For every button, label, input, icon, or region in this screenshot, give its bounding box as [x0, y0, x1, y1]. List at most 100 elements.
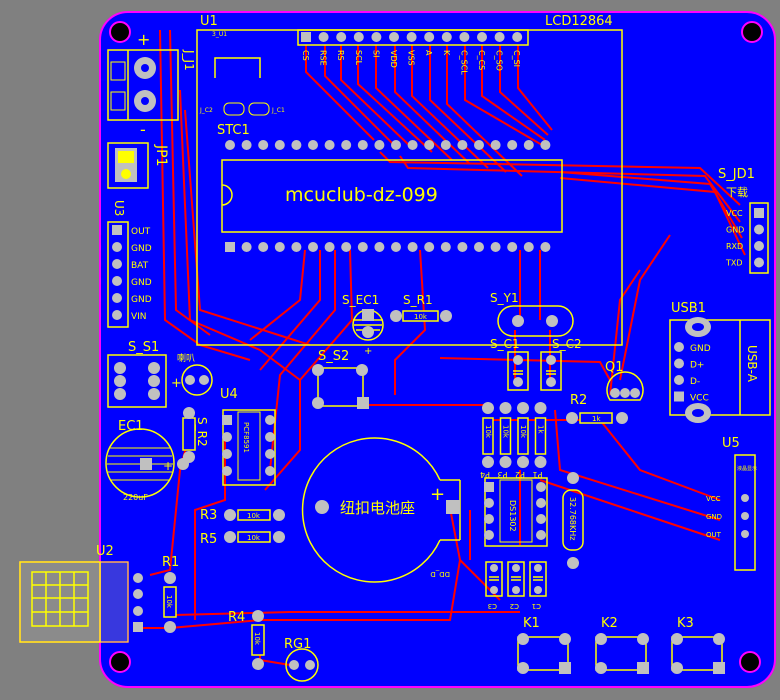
push-button-pad: [637, 633, 649, 645]
u4-pin-pad: [265, 415, 275, 425]
s-s1-switch: [107, 354, 167, 408]
usb-pin-pad: [674, 342, 684, 352]
mcu-pin-pad: [341, 242, 352, 252]
battery-plus: +: [430, 484, 445, 505]
lcd-pin-label: SCL: [354, 50, 363, 66]
lcd-c1-ref: J_C1: [271, 107, 285, 114]
ec1-pad-square: [140, 458, 152, 470]
push-button-pad: [517, 633, 529, 645]
lcd-pin-pad: [336, 32, 347, 42]
power-pad-2-hole: [141, 97, 149, 105]
rtc-crystal-pad-1: [567, 472, 579, 484]
lcd-pin-label: RS: [336, 50, 345, 61]
lcd-pin-label: C_SI: [512, 50, 521, 67]
rtc-capacitor-pad: [512, 586, 520, 594]
mcu-pin-pad: [391, 140, 401, 150]
s-c1-capacitor: [507, 351, 529, 391]
mcu-pins: [225, 140, 551, 252]
usb-label: USB-A: [745, 345, 759, 383]
rtc-crystal-pad-2: [567, 557, 579, 569]
usb-shield-hole-bottom: [692, 409, 704, 417]
rtc-capacitor-outline: [485, 561, 503, 597]
mcu-pin-pad: [540, 140, 551, 150]
mcu-ref: STC1: [217, 123, 250, 138]
push-button-ref: K1: [523, 616, 540, 631]
s-c1-ref: S_C1: [490, 337, 520, 351]
u3-pin-label: GND: [131, 244, 152, 254]
u5-pin-pad: [741, 512, 749, 520]
lcd-pin-label: RSE: [319, 50, 328, 66]
rtc-crystal-label: 32.768KHz: [568, 497, 577, 540]
lcd-pin-pad: [424, 32, 435, 42]
u4-pins: [222, 415, 275, 476]
s-c2-ref: S_C2: [552, 337, 582, 351]
s-s2-pads: [312, 364, 368, 409]
r5-body: [237, 531, 271, 543]
u4-pin-pad: [222, 449, 232, 459]
rg1-ref: RG1: [284, 637, 311, 652]
power-pad-1-hole: [141, 64, 149, 72]
mcu-pin-pad: [457, 242, 468, 252]
mcu-label: mcuclub-dz-099: [285, 184, 438, 206]
lcd-pin-label: SI: [371, 50, 380, 57]
u3-pin-label: BAT: [131, 261, 149, 271]
mcu-pin-pad: [308, 242, 318, 252]
lcd-c2-ref: J_C2: [199, 107, 213, 114]
mcu-pin-pad: [407, 242, 418, 252]
ds1302-label: DS1302: [508, 500, 517, 532]
u4-pin-pad: [265, 432, 275, 442]
mcu-pin-pad: [258, 140, 269, 150]
push-button-pad: [713, 633, 725, 645]
jp1-ref: JP1: [153, 144, 169, 166]
mcu-pin-pad: [357, 242, 368, 252]
r1-pad-2: [164, 621, 176, 633]
u3-pin-pad: [112, 276, 122, 286]
r1-ref: R1: [162, 555, 179, 570]
mounting-holes: [109, 21, 763, 673]
u2-ref: U2: [96, 544, 114, 559]
lcd-pin-pad: [441, 32, 452, 42]
r1-pad-1: [164, 572, 176, 584]
mcu-pin-pad: [225, 242, 235, 252]
s-s1-pads: [114, 362, 160, 400]
beeper-label: 喇叭: [177, 352, 195, 364]
mcu-pin-pad: [225, 140, 235, 150]
mcu-pin-pad: [357, 140, 368, 150]
mcu-pin-pad: [324, 140, 335, 150]
r2-value: 1k: [592, 415, 601, 423]
lcd-capacitor-marks: [223, 102, 270, 116]
rtc-capacitor-pad: [534, 586, 542, 594]
lcd-pin-pad: [301, 32, 311, 42]
lcd-header: [297, 29, 529, 46]
push-button-pad: [595, 662, 607, 674]
lcd-sub-ref: 3_U1: [212, 31, 227, 38]
ec1-capacitor: [105, 428, 175, 498]
q1-ref: Q1: [605, 360, 624, 375]
ds1302-pin-pad: [484, 530, 494, 540]
rg1-pad-2: [305, 660, 315, 670]
lcd-pin-label: VSS: [407, 50, 416, 66]
power-connector: [107, 49, 179, 121]
q1-transistor: [606, 371, 644, 401]
r4-ref: R4: [228, 610, 245, 625]
u3-pin-pad: [112, 293, 122, 303]
jd1-pin-label: TXD: [725, 259, 743, 268]
u4-pin-pad: [265, 466, 275, 476]
lcd-pin-label: CS: [301, 50, 310, 61]
mcu-pin-pad: [424, 242, 435, 252]
s-r2-pad-1: [183, 407, 195, 419]
beeper-plus: +: [171, 376, 182, 391]
rtc-capacitor-outline: [529, 561, 547, 597]
s-ec1-plus: +: [364, 346, 372, 357]
jd1-title: 下载: [726, 186, 748, 199]
u4-pin-pad: [222, 415, 232, 425]
s-ec1-pad-square: [362, 309, 374, 321]
u3-pin-label: GND: [131, 278, 152, 288]
u5-pin-label: GND: [706, 513, 722, 521]
ds1302-chip: [484, 477, 548, 547]
mcu-pin-pad: [440, 242, 451, 252]
ds1302-body: [499, 479, 533, 543]
